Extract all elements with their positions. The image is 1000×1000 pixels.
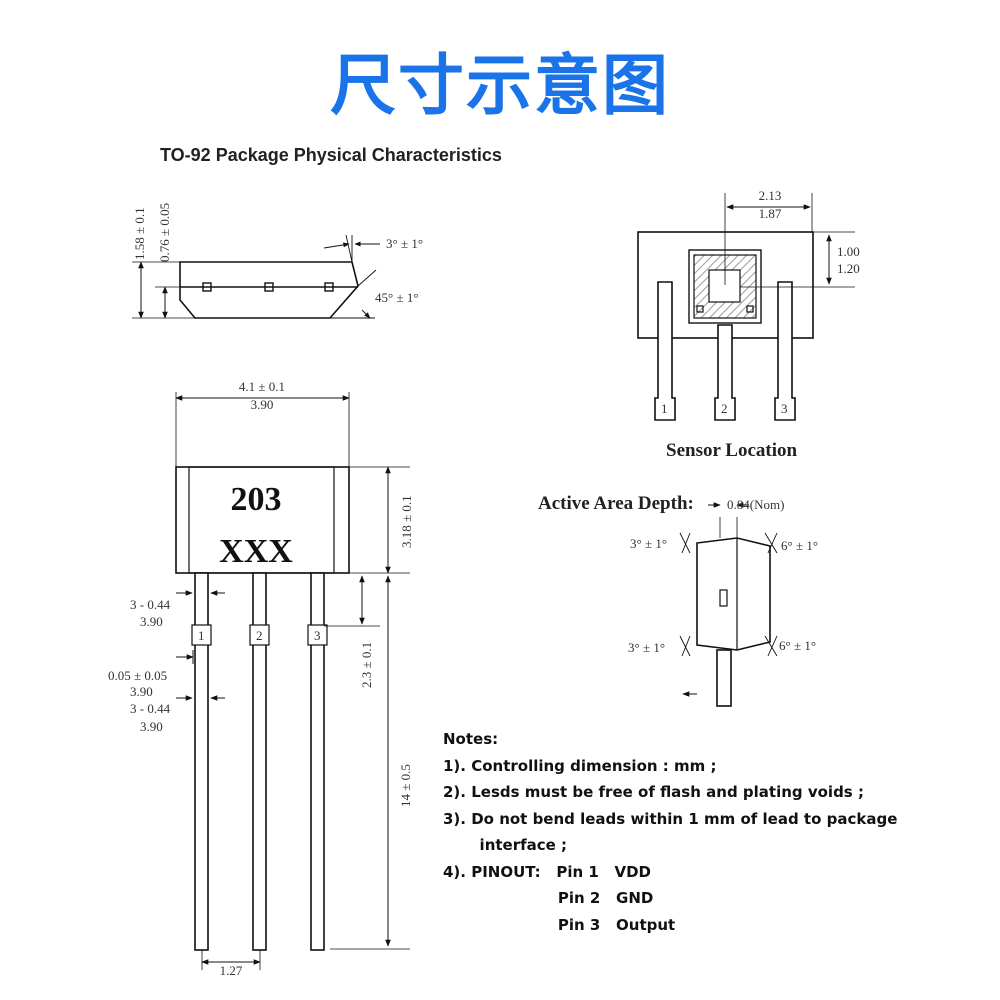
- front-body-height: 3.18 ± 0.1: [399, 495, 414, 548]
- front-width-top: 4.1 ± 0.1: [239, 379, 285, 394]
- active-angle-bl: 3° ± 1°: [628, 640, 665, 655]
- notes-heading: Notes:: [443, 730, 499, 748]
- page-title: 尺寸示意图: [330, 47, 670, 124]
- lead-thickness: 0.05 ± 0.05: [108, 668, 167, 683]
- note-line: Pin 3 Output: [443, 915, 676, 934]
- side-body-outline: [179, 261, 359, 319]
- front-lead-length: 14 ± 0.5: [398, 764, 413, 807]
- side-view: [132, 234, 380, 319]
- note-line: 3). Do not bend leads within 1 mm of lea…: [443, 809, 898, 828]
- front-standoff: 2.3 ± 0.1: [359, 642, 374, 688]
- active-depth: 0.84(Nom): [727, 497, 784, 512]
- sensor-pin-2: 2: [721, 401, 728, 416]
- sensor-height-bottom: 1.20: [837, 261, 860, 276]
- front-pin-3: 3: [314, 628, 321, 643]
- package-body: [175, 466, 350, 574]
- sensor-height-top: 1.00: [837, 244, 860, 259]
- notes-block: Notes: 1). Controlling dimension : mm ; …: [443, 726, 897, 938]
- active-body-outline: [696, 537, 771, 651]
- active-area-label: Active Area Depth:: [538, 493, 694, 514]
- sensor-location-label: Sensor Location: [666, 440, 798, 461]
- note-line: interface ;: [443, 836, 568, 854]
- active-angle-tr: 6° ± 1°: [781, 538, 818, 553]
- side-lower-thickness: 0.76 ± 0.05: [157, 203, 172, 262]
- active-angle-br: 6° ± 1°: [779, 638, 816, 653]
- lead-width-b2: 3.90: [140, 719, 163, 734]
- front-view: [175, 392, 410, 970]
- lead-width-b: 3 - 0.44: [130, 701, 171, 716]
- side-total-thickness: 1.58 ± 0.1: [132, 207, 147, 260]
- diagram-subtitle: TO-92 Package Physical Characteristics: [160, 145, 502, 165]
- sensor-pin-1: 1: [661, 401, 668, 416]
- sensor-width-bottom: 1.87: [759, 206, 782, 221]
- marking-line-1: 203: [231, 481, 282, 518]
- active-angle-tl: 3° ± 1°: [630, 536, 667, 551]
- marking-line-2: XXX: [219, 533, 293, 570]
- active-area-view: [679, 502, 778, 707]
- note-line: 4). PINOUT: Pin 1 VDD: [443, 862, 652, 881]
- lead-width-a: 3 - 0.44: [130, 597, 171, 612]
- note-line: 2). Lesds must be free of flash and plat…: [443, 783, 864, 801]
- sensor-width-top: 2.13: [759, 188, 782, 203]
- sensor-location-view: [637, 193, 855, 421]
- note-line: Pin 2 GND: [443, 889, 654, 907]
- front-pin-2: 2: [256, 628, 263, 643]
- lead-3: [310, 572, 325, 951]
- side-angle-top: 3° ± 1°: [386, 236, 423, 251]
- front-pin-1: 1: [198, 628, 205, 643]
- lead-1: [194, 572, 209, 951]
- note-line: 1). Controlling dimension : mm ;: [443, 756, 717, 775]
- front-pitch: 1.27: [220, 963, 243, 978]
- lead-width-a2: 3.90: [140, 614, 163, 629]
- front-width-bottom: 3.90: [251, 397, 274, 412]
- lead-thickness2: 3.90: [130, 684, 153, 699]
- side-angle-bottom: 45° ± 1°: [375, 290, 419, 305]
- sensor-pin-3: 3: [781, 401, 788, 416]
- lead-2: [252, 572, 267, 951]
